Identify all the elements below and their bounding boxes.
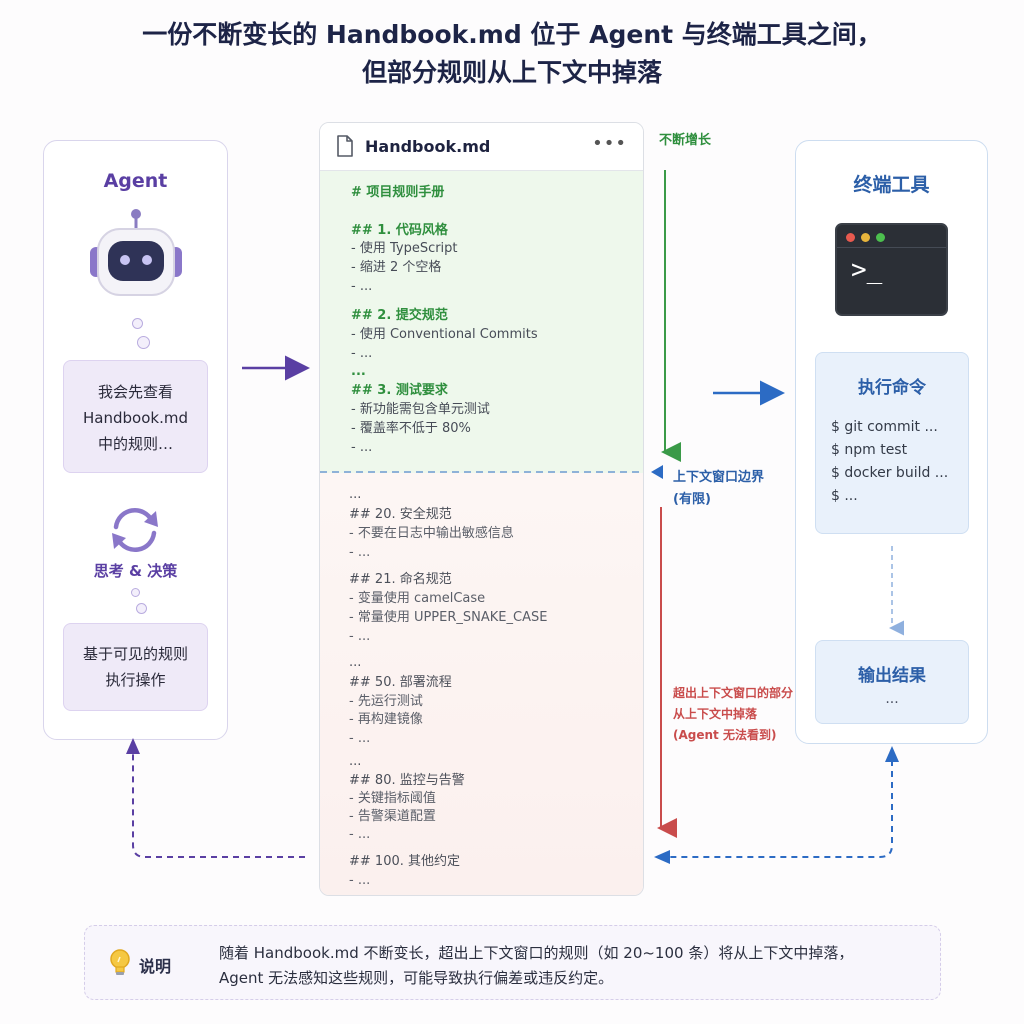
page-subtitle: 但部分规则从上下文中掉落 bbox=[361, 58, 662, 87]
boundary-label-line: 上下文窗口边界 bbox=[673, 470, 765, 485]
refresh-icon bbox=[112, 507, 158, 553]
visible-rule-line: - 缩进 2 个空格 bbox=[351, 260, 442, 275]
thought-bubble-large bbox=[137, 336, 150, 349]
dropped-context-region bbox=[320, 473, 643, 895]
handbook-filename: Handbook.md bbox=[365, 137, 491, 156]
terminal-prompt: >_ bbox=[851, 255, 883, 285]
more-menu-icon[interactable]: ••• bbox=[592, 133, 627, 154]
terminal-icon: >_ bbox=[835, 223, 948, 316]
note-text-line: Agent 无法感知这些规则，可能导致执行偏差或违反约定。 bbox=[219, 969, 614, 987]
visible-rule-line: - ... bbox=[351, 440, 373, 455]
terminal-to-handbook-feedback-arrow bbox=[668, 760, 893, 858]
note-text-line: 随着 Handbook.md 不断变长，超出上下文窗口的规则（如 20~100 … bbox=[219, 944, 854, 962]
dropped-rule-line: ## 50. 部署流程 bbox=[349, 675, 452, 690]
dropped-rule-line: - ... bbox=[349, 731, 371, 746]
visible-rule-line: ## 2. 提交规范 bbox=[351, 308, 448, 323]
dropped-label: 超出上下文窗口的部分 从上下文中掉落 (Agent 无法看到) bbox=[673, 683, 793, 746]
dropped-rule-line: - ... bbox=[349, 827, 371, 842]
visible-rule-line: ## 1. 代码风格 bbox=[351, 223, 448, 238]
dropped-rule-line: ## 21. 命名规范 bbox=[349, 572, 452, 587]
file-icon bbox=[337, 135, 353, 157]
page-title: 一份不断变长的 Handbook.md 位于 Agent 与终端工具之间， bbox=[142, 20, 882, 49]
dropped-rule-line: ## 100. 其他约定 bbox=[349, 854, 460, 869]
dropped-label-line: 从上下文中掉落 bbox=[673, 707, 758, 721]
visible-rule-line: ... bbox=[351, 364, 366, 379]
command-line: $ git commit ... bbox=[831, 419, 938, 435]
window-minimize-dot bbox=[861, 233, 870, 242]
handbook-file: Handbook.md ••• # 项目规则手册 ## 1. 代码风格 - 使用 T… bbox=[319, 122, 644, 896]
visible-rule-line: - 新功能需包含单元测试 bbox=[351, 402, 490, 417]
dropped-rule-line: - 先运行测试 bbox=[349, 694, 423, 709]
note-label: 说明 bbox=[139, 957, 172, 976]
visible-rule-line: - ... bbox=[351, 279, 373, 294]
growing-label: 不断增长 bbox=[659, 133, 712, 148]
robot-icon bbox=[90, 209, 182, 296]
feedback-arrowhead bbox=[654, 850, 670, 864]
terminal-title: 终端工具 bbox=[853, 174, 930, 196]
dropped-rule-line: - ... bbox=[349, 629, 371, 644]
output-result-value: ... bbox=[885, 691, 899, 707]
command-line: $ ... bbox=[831, 488, 858, 504]
think-decide-label: 思考 & 决策 bbox=[93, 562, 178, 580]
visible-rule-line: - ... bbox=[351, 346, 373, 361]
window-maximize-dot bbox=[876, 233, 885, 242]
agent-action-box: 基于可见的规则 执行操作 bbox=[63, 623, 208, 711]
dropped-rule-line: ... bbox=[349, 655, 362, 670]
feedback-arrowhead bbox=[885, 746, 899, 762]
dropped-rule-line: - ... bbox=[349, 545, 371, 560]
agent-message-line: 我会先查看 bbox=[97, 383, 173, 401]
dropped-rule-line: - 不要在日志中输出敏感信息 bbox=[349, 526, 514, 541]
visible-rule-line: # 项目规则手册 bbox=[351, 185, 445, 200]
dropped-rule-line: ... bbox=[349, 487, 362, 502]
thought-bubble-large bbox=[136, 603, 147, 614]
lightbulb-icon bbox=[110, 949, 130, 975]
dropped-rule-line: ... bbox=[349, 754, 362, 769]
visible-rule-line: - 覆盖率不低于 80% bbox=[351, 421, 471, 436]
visible-rule-line: ## 3. 测试要求 bbox=[351, 383, 448, 398]
agent-title: Agent bbox=[103, 170, 168, 192]
dropped-rule-line: ## 80. 监控与告警 bbox=[349, 773, 465, 788]
boundary-label: 上下文窗口边界 (有限) bbox=[673, 467, 764, 511]
command-line: $ npm test bbox=[831, 442, 908, 458]
window-close-dot bbox=[846, 233, 855, 242]
handbook-header: Handbook.md ••• bbox=[320, 123, 643, 171]
execute-commands-box: 执行命令 $ git commit ... $ npm test $ docke… bbox=[815, 352, 969, 534]
agent-message-line: 中的规则… bbox=[97, 435, 173, 453]
agent-action-line: 执行操作 bbox=[105, 671, 166, 689]
thought-bubble-small bbox=[131, 588, 140, 597]
thought-bubble-small bbox=[132, 318, 143, 329]
dropped-rule-line: - 再构建镜像 bbox=[349, 712, 423, 727]
terminal-titlebar-divider bbox=[837, 247, 946, 248]
command-line: $ docker build ... bbox=[831, 465, 949, 481]
dropped-rule-line: - 关键指标阈值 bbox=[349, 791, 436, 806]
dropped-rule-line: - 常量使用 UPPER_SNAKE_CASE bbox=[349, 610, 548, 625]
visible-rule-line: - 使用 Conventional Commits bbox=[351, 327, 538, 342]
explanation-note: 说明 随着 Handbook.md 不断变长，超出上下文窗口的规则（如 20~1… bbox=[84, 925, 941, 1000]
handbook-to-agent-feedback-arrow bbox=[132, 744, 305, 858]
agent-message-box: 我会先查看 Handbook.md 中的规则… bbox=[63, 360, 208, 473]
dropped-rule-line: ## 20. 安全规范 bbox=[349, 507, 452, 522]
agent-action-line: 基于可见的规则 bbox=[82, 645, 188, 663]
dropped-rule-line: - ... bbox=[349, 873, 371, 888]
dropped-label-line: 超出上下文窗口的部分 bbox=[673, 686, 794, 700]
visible-rule-line: - 使用 TypeScript bbox=[351, 241, 458, 256]
agent-message-line: Handbook.md bbox=[83, 409, 188, 427]
boundary-label-line: (有限) bbox=[673, 492, 711, 507]
output-result-title: 输出结果 bbox=[858, 666, 926, 686]
output-result-box: 输出结果 ... bbox=[815, 640, 969, 724]
feedback-arrowhead bbox=[126, 738, 140, 754]
visible-context-region bbox=[320, 171, 643, 473]
dropped-rule-line: - 变量使用 camelCase bbox=[349, 591, 486, 606]
execute-commands-title: 执行命令 bbox=[858, 378, 926, 398]
dropped-label-line: (Agent 无法看到) bbox=[673, 728, 777, 742]
dropped-rule-line: - 告警渠道配置 bbox=[349, 809, 436, 824]
boundary-pointer-icon bbox=[651, 465, 663, 479]
